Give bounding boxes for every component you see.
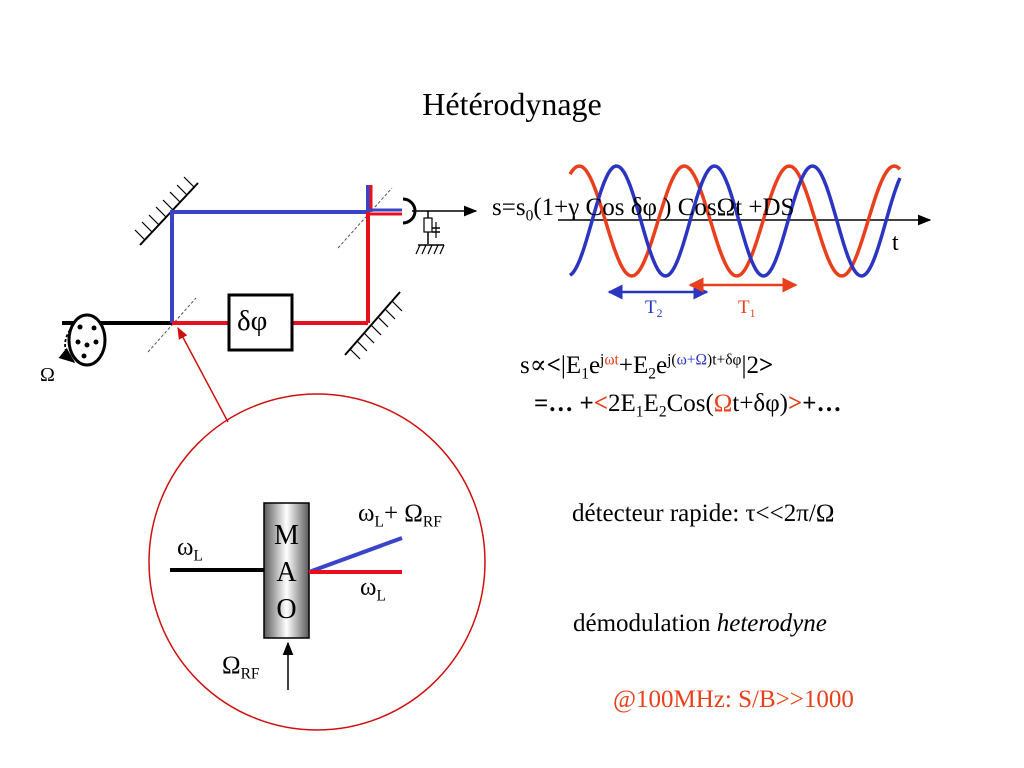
rotating-disc-icon [58, 313, 107, 367]
mirror-bottom-right [344, 291, 403, 360]
zoom-pointer [177, 326, 229, 423]
omega-rf-label: ΩRF [222, 652, 260, 683]
photodetector-icon [402, 197, 478, 255]
phase-box-label: δφ [237, 305, 268, 337]
mao-label: M A O [274, 520, 299, 625]
signal-equation: s=s0(1+γ Cos δφ ) CosΩt +DS [492, 194, 795, 225]
blue-beam-path [170, 185, 370, 323]
rotation-label: Ω [40, 364, 55, 386]
page-title: Hétérodynage [422, 86, 602, 122]
formula-signal-proportional: s∝<|E1ejωt+E2ej(ω+Ω)t+δφ|2> [520, 351, 774, 383]
snr-note: @100MHz: S/B>>1000 [613, 686, 854, 713]
phase-box [227, 293, 294, 352]
period-t2-label: T2 [645, 297, 663, 321]
omega-input-label: ωL [177, 534, 203, 565]
mao-modulator [263, 502, 310, 639]
demodulation-note: démodulation heterodyne [573, 610, 827, 637]
inset-circle [148, 393, 486, 731]
time-axis-label: t [892, 230, 899, 256]
mirror-top-left [134, 176, 199, 246]
omega-output-label: ωL [360, 574, 386, 605]
omega-shifted-label: ωL+ ΩRF [358, 500, 442, 531]
beam-splitter-output [337, 187, 393, 249]
formula-beat-term: =… +<2E1E2Cos(Ωt+δφ)>+… [534, 390, 842, 421]
period-t1-label: T1 [738, 297, 756, 321]
red-wave [568, 164, 902, 278]
blue-wave [568, 164, 902, 278]
inset-blue-beam [308, 536, 403, 574]
detector-note: détecteur rapide: τ<<2π/Ω [572, 500, 835, 527]
waveform-plot [558, 164, 932, 300]
